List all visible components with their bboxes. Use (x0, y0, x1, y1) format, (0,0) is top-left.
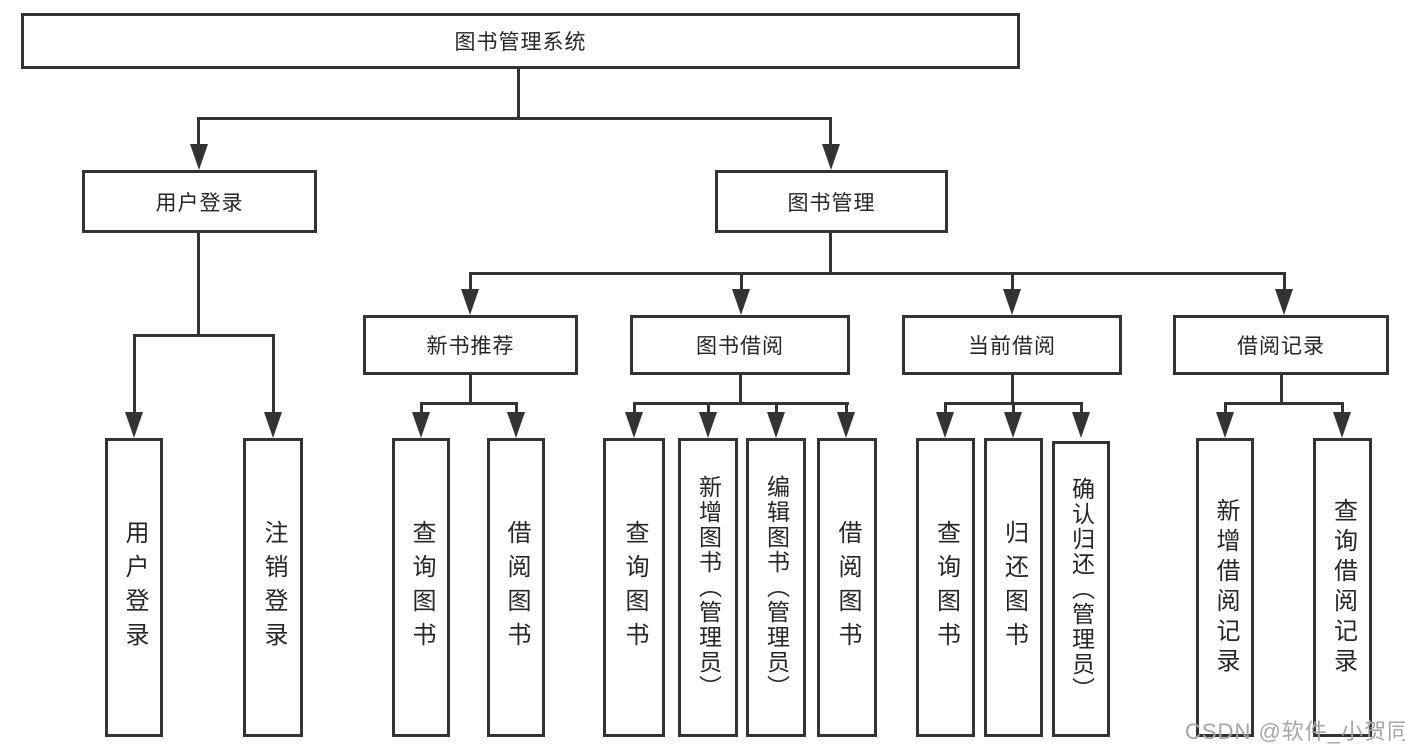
arrow-down-icon (732, 289, 750, 315)
arrow-down-icon (1003, 289, 1021, 315)
connector-line (469, 374, 472, 405)
leaf-add-borrow-record-label: 新增借阅记录 (1212, 497, 1239, 678)
arrow-down-icon (936, 412, 954, 438)
connector-line (1011, 374, 1014, 405)
node-borrow-records: 借阅记录 (1173, 315, 1389, 375)
leaf-query-books-borrow-label: 查询图书 (621, 519, 648, 656)
connector-line (133, 334, 275, 337)
connector-line (420, 402, 423, 416)
connector-line (1080, 402, 1083, 416)
connector-line (944, 402, 947, 416)
connector-line (197, 117, 832, 120)
leaf-query-borrow-record-label: 查询借阅记录 (1329, 497, 1357, 678)
arrow-down-icon (1216, 412, 1234, 438)
node-book-borrow: 图书借阅 (630, 315, 850, 375)
connector-line (197, 117, 200, 149)
arrow-down-icon (837, 412, 855, 438)
leaf-confirm-return-admin: 确认归还（管理员） (1052, 441, 1110, 737)
leaf-return-books-label: 归还图书 (1000, 519, 1028, 656)
connector-line (829, 117, 832, 149)
arrow-down-icon (461, 289, 479, 315)
connector-line (469, 272, 1286, 275)
leaf-return-books: 归还图书 (984, 438, 1043, 737)
connector-line (1224, 402, 1344, 405)
leaf-query-books-recommend-label: 查询图书 (408, 519, 435, 656)
connector-line (633, 402, 849, 405)
node-library-system: 图书管理系统 (21, 13, 1020, 69)
node-library-system-label: 图书管理系统 (454, 31, 587, 54)
connector-line (775, 402, 778, 416)
connector-line (739, 374, 742, 405)
leaf-add-books-admin: 新增图书（管理员） (678, 438, 738, 737)
connector-line (515, 402, 518, 416)
connector-line (1341, 402, 1344, 416)
node-book-management-label: 图书管理 (787, 191, 876, 215)
arrow-down-icon (767, 412, 785, 438)
arrow-down-icon (264, 412, 282, 438)
connector-line (707, 402, 710, 416)
leaf-borrow-books-recommend: 借阅图书 (487, 438, 545, 737)
leaf-borrow-books-label: 借阅图书 (834, 519, 861, 656)
node-user-login-label: 用户登录 (155, 191, 244, 215)
leaf-edit-books-admin-label: 编辑图书（管理员） (763, 475, 790, 700)
leaf-add-borrow-record: 新增借阅记录 (1196, 438, 1254, 737)
node-book-management: 图书管理 (715, 170, 948, 233)
connector-line (420, 402, 518, 405)
connector-line (1280, 374, 1283, 405)
node-current-borrow: 当前借阅 (902, 315, 1122, 375)
connector-line (272, 334, 275, 414)
arrow-down-icon (625, 412, 643, 438)
leaf-borrow-books: 借阅图书 (817, 438, 877, 737)
connector-line (1283, 272, 1286, 292)
connector-line (740, 272, 743, 292)
arrow-down-icon (412, 412, 430, 438)
leaf-query-books-borrow: 查询图书 (603, 438, 665, 737)
node-borrow-records-label: 借阅记录 (1237, 335, 1325, 358)
arrow-down-icon (1072, 412, 1090, 438)
connector-line (197, 232, 200, 337)
node-current-borrow-label: 当前借阅 (968, 335, 1056, 358)
leaf-confirm-return-admin-label: 确认归还（管理员） (1068, 476, 1095, 702)
arrow-down-icon (507, 412, 525, 438)
arrow-down-icon (125, 412, 143, 438)
connector-line (845, 402, 848, 416)
arrow-down-icon (1333, 412, 1351, 438)
connector-line (133, 334, 136, 414)
connector-line (1012, 402, 1015, 416)
arrow-down-icon (1004, 412, 1022, 438)
leaf-user-login: 用户登录 (105, 438, 163, 737)
leaf-query-borrow-record: 查询借阅记录 (1313, 438, 1372, 737)
leaf-user-login-label: 用户登录 (121, 519, 148, 656)
connector-line (829, 232, 832, 275)
leaf-borrow-books-recommend-label: 借阅图书 (503, 519, 530, 656)
watermark: CSDN @软件_小贺同学 (1185, 719, 1405, 744)
connector-line (1224, 402, 1227, 416)
arrow-down-icon (1275, 289, 1293, 315)
node-user-login: 用户登录 (82, 170, 317, 233)
leaf-query-books-current: 查询图书 (916, 438, 975, 737)
leaf-query-books-current-label: 查询图书 (932, 519, 960, 656)
connector-line (1011, 272, 1014, 292)
connector-line (517, 68, 520, 118)
arrow-down-icon (190, 144, 208, 170)
node-new-book-recommend: 新书推荐 (363, 315, 578, 375)
leaf-query-books-recommend: 查询图书 (392, 438, 450, 737)
arrow-down-icon (699, 412, 717, 438)
node-book-borrow-label: 图书借阅 (696, 335, 784, 358)
arrow-down-icon (822, 144, 840, 170)
leaf-add-books-admin-label: 新增图书（管理员） (695, 475, 722, 700)
connector-line (633, 402, 636, 416)
connector-line (469, 272, 472, 292)
leaf-edit-books-admin: 编辑图书（管理员） (746, 438, 806, 737)
node-new-book-recommend-label: 新书推荐 (426, 335, 515, 358)
leaf-logout-login-label: 注销登录 (260, 519, 287, 656)
leaf-logout-login: 注销登录 (243, 438, 303, 737)
